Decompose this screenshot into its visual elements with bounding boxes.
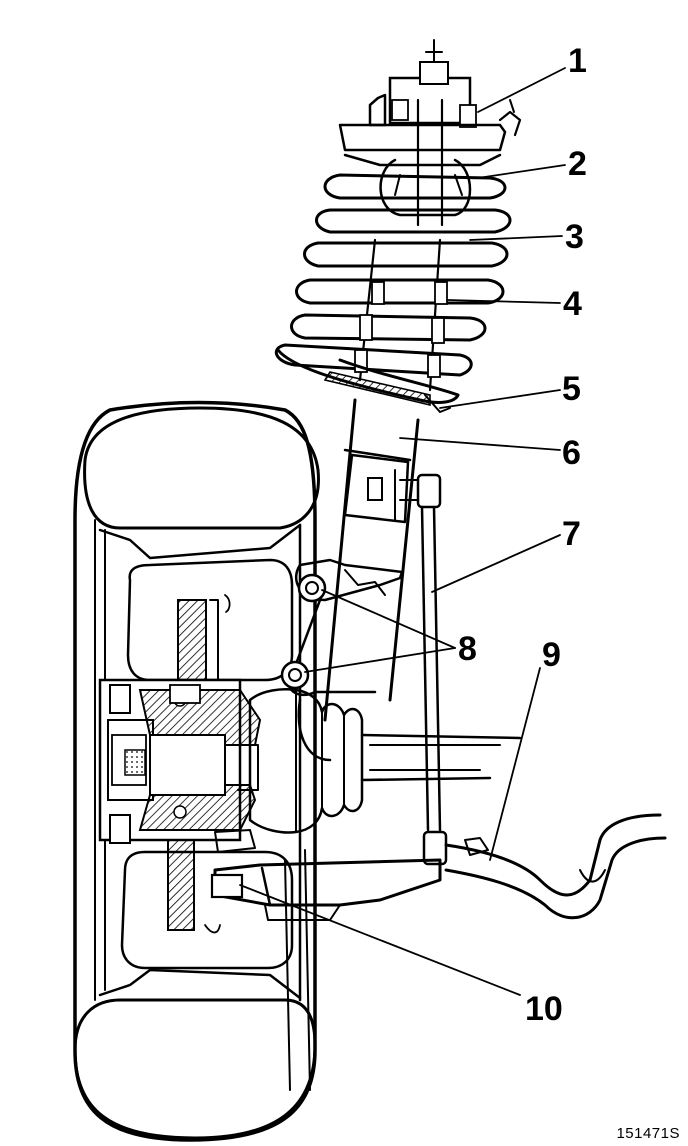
strut-tube (287, 398, 420, 762)
callout-labels: 1 2 3 4 5 6 7 8 9 10 (458, 42, 587, 1028)
callout-1: 1 (568, 42, 587, 80)
anti-roll-bar (444, 813, 667, 920)
callout-9: 9 (542, 636, 561, 674)
wheel-hub (98, 678, 262, 844)
leader-line-7 (431, 534, 561, 593)
leader-line-6 (399, 437, 561, 451)
callout-8: 8 (458, 630, 477, 668)
coil-spring (274, 173, 512, 392)
leader-line-10 (239, 884, 521, 996)
top-mount (338, 39, 522, 227)
leader-line-8a (321, 589, 456, 649)
leader-line-3 (469, 235, 563, 241)
stabiliser-link (399, 473, 448, 866)
mounting-bolts (280, 573, 327, 690)
figure-reference-code: 151471S (616, 1125, 680, 1142)
spring-seat (276, 348, 460, 413)
brake-disc (167, 594, 231, 934)
leader-line-8b (304, 647, 456, 673)
tyre (73, 400, 320, 1142)
leader-line-9 (489, 667, 541, 861)
callout-5: 5 (562, 370, 581, 408)
callout-6: 6 (562, 434, 581, 472)
callout-3: 3 (565, 218, 584, 256)
callout-10: 10 (525, 990, 563, 1028)
leader-line-2 (477, 164, 566, 179)
lower-arm (210, 829, 442, 1091)
drive-shaft (237, 688, 522, 834)
leader-lines (239, 67, 566, 996)
callout-2: 2 (568, 145, 587, 183)
leader-line-1 (477, 67, 566, 113)
leader-line-5 (439, 389, 561, 409)
callout-4: 4 (563, 285, 582, 323)
leader-line-4 (447, 299, 561, 304)
callout-7: 7 (562, 515, 581, 553)
